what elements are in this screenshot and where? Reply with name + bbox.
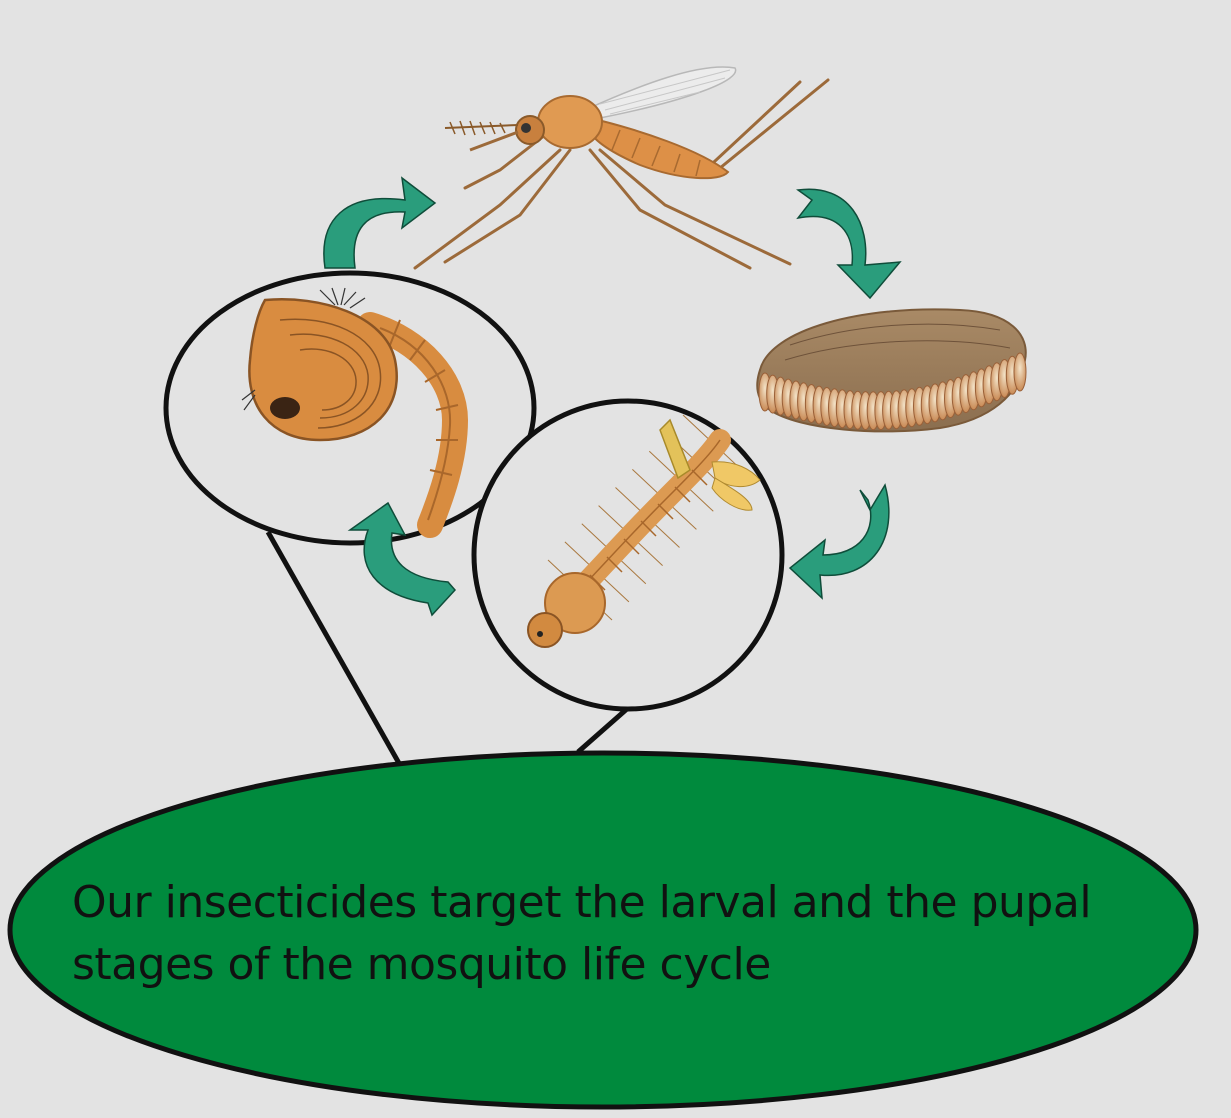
callout-line-1: Our insecticides target the larval and t…	[72, 872, 1172, 934]
arrow-eggs-to-larva	[790, 485, 889, 598]
callout-line-2: stages of the mosquito life cycle	[72, 934, 1172, 996]
mosquito-icon	[415, 67, 828, 268]
arrow-pupa-to-adult	[324, 178, 435, 268]
egg	[1014, 353, 1026, 391]
larva-magnifier-circle	[474, 401, 782, 709]
arrow-adult-to-eggs	[798, 189, 900, 298]
egg-raft-icon	[757, 309, 1026, 431]
callout-text: Our insecticides target the larval and t…	[72, 872, 1172, 996]
larva-pointer-line	[578, 708, 628, 752]
